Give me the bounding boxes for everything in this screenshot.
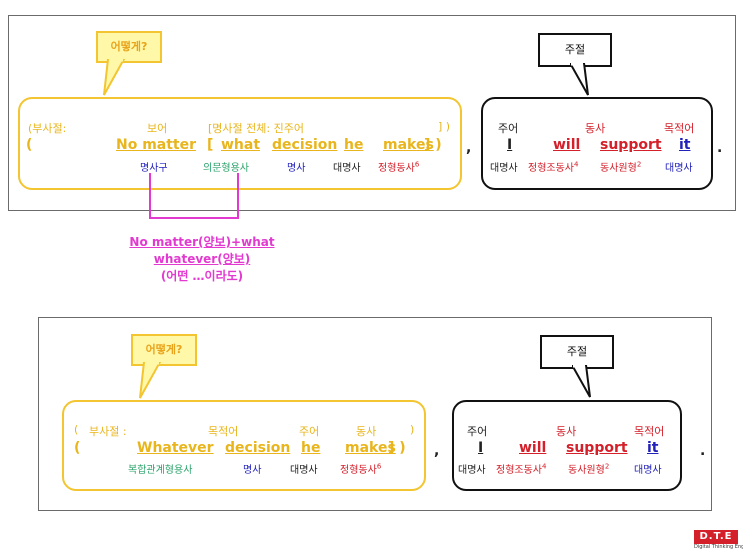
- main-word-i: I: [507, 137, 513, 153]
- main-tag-finite-aux: 정형조동사4: [496, 462, 547, 476]
- logo-subtitle: Digital Thinking English: [694, 544, 743, 550]
- main-word-i: I: [478, 440, 484, 456]
- tag-noun-phrase: 명사구: [140, 163, 168, 174]
- label-adverb-clause: 부사절 :: [89, 425, 127, 438]
- top-callout-main: 주절: [538, 33, 612, 67]
- label-complement: 보어: [147, 122, 168, 135]
- tag-compound-relative-adjective: 복합관계형용사: [128, 465, 193, 476]
- main-label-object: 목적어: [634, 425, 665, 438]
- top-main-clause-box: [481, 97, 713, 190]
- word-makes: makes: [383, 137, 434, 153]
- bottom-main-clause-box: [452, 400, 682, 491]
- tag-finite-verb: 정형동사6: [378, 160, 420, 174]
- middle-note: No matter(양보)+what whatever(양보) (어떤 …이라도…: [112, 234, 292, 285]
- word-decision: decision: [225, 440, 291, 456]
- label-noun-clause: [명사절 전체: 진주어: [208, 122, 304, 135]
- main-label-subject: 주어: [467, 425, 488, 438]
- tag-pronoun: 대명사: [290, 465, 318, 476]
- tag-noun: 명사: [243, 465, 262, 476]
- word-what: what: [221, 137, 261, 153]
- main-word-it: it: [647, 440, 659, 456]
- top-period: .: [717, 140, 723, 156]
- tag-interrogative-adjective: 의문형용사: [203, 163, 249, 174]
- word-open-paren: (: [26, 137, 33, 153]
- note-line-3: (어떤 …이라도): [160, 269, 244, 283]
- top-callout-main-tail: [570, 63, 589, 96]
- main-word-support: support: [566, 440, 628, 456]
- label-open: (: [74, 423, 79, 436]
- magenta-connector-bracket: [149, 173, 239, 219]
- label-object: 목적어: [208, 425, 239, 438]
- word-close: ] ): [388, 440, 406, 456]
- main-tag-base-verb: 동사원형2: [568, 462, 610, 476]
- main-label-verb: 동사: [585, 122, 606, 135]
- note-line-1: No matter(양보)+what: [129, 235, 275, 249]
- bottom-callout-how-tail: [139, 362, 162, 399]
- bottom-comma: ,: [434, 443, 440, 459]
- bottom-callout-main: 주절: [540, 335, 614, 369]
- main-word-it: it: [679, 137, 691, 153]
- label-adverb-clause: (부사절:: [28, 122, 67, 135]
- label-subject: 주어: [299, 425, 320, 438]
- dte-logo: D.T.E Digital Thinking English: [694, 530, 743, 551]
- bottom-callout-main-tail: [572, 365, 591, 398]
- top-comma: ,: [466, 140, 472, 156]
- main-tag-base-verb: 동사원형2: [600, 160, 642, 174]
- callout-text: 주절: [566, 345, 588, 358]
- main-word-will: will: [553, 137, 581, 153]
- bottom-period: .: [700, 443, 706, 459]
- tag-noun: 명사: [287, 163, 306, 174]
- main-tag-pronoun: 대명사: [490, 163, 518, 174]
- bottom-callout-how: 어떻게?: [131, 334, 197, 366]
- label-verb: 동사: [356, 425, 377, 438]
- main-tag-pronoun2: 대명사: [665, 163, 693, 174]
- word-no-matter: No matter: [116, 137, 197, 153]
- main-label-object: 목적어: [664, 122, 695, 135]
- word-decision: decision: [272, 137, 338, 153]
- tag-pronoun: 대명사: [333, 163, 361, 174]
- word-he: he: [344, 137, 364, 153]
- word-he: he: [301, 440, 321, 456]
- word-whatever: Whatever: [137, 440, 214, 456]
- main-word-will: will: [519, 440, 547, 456]
- callout-text: 어떻게?: [145, 343, 183, 356]
- top-callout-how: 어떻게?: [96, 31, 162, 63]
- top-callout-how-tail: [103, 59, 126, 96]
- main-tag-finite-aux: 정형조동사4: [528, 160, 579, 174]
- word-close: ] ): [424, 137, 442, 153]
- top-adverb-clause-box: [18, 97, 462, 190]
- callout-text: 어떻게?: [110, 40, 148, 53]
- word-open-paren: (: [74, 440, 81, 456]
- tag-finite-verb: 정형동사6: [340, 462, 382, 476]
- main-label-verb: 동사: [556, 425, 577, 438]
- word-makes: makes: [345, 440, 396, 456]
- note-line-2: whatever(양보): [153, 252, 251, 266]
- logo-text: D.T.E: [694, 530, 738, 544]
- label-close: ): [410, 423, 415, 436]
- callout-text: 주절: [564, 43, 586, 56]
- main-tag-pronoun2: 대명사: [634, 465, 662, 476]
- word-bracket-open: [: [207, 137, 214, 153]
- main-word-support: support: [600, 137, 662, 153]
- label-close: ] ): [438, 120, 451, 133]
- main-label-subject: 주어: [498, 122, 519, 135]
- main-tag-pronoun: 대명사: [458, 465, 486, 476]
- bottom-adverb-clause-box: [62, 400, 426, 491]
